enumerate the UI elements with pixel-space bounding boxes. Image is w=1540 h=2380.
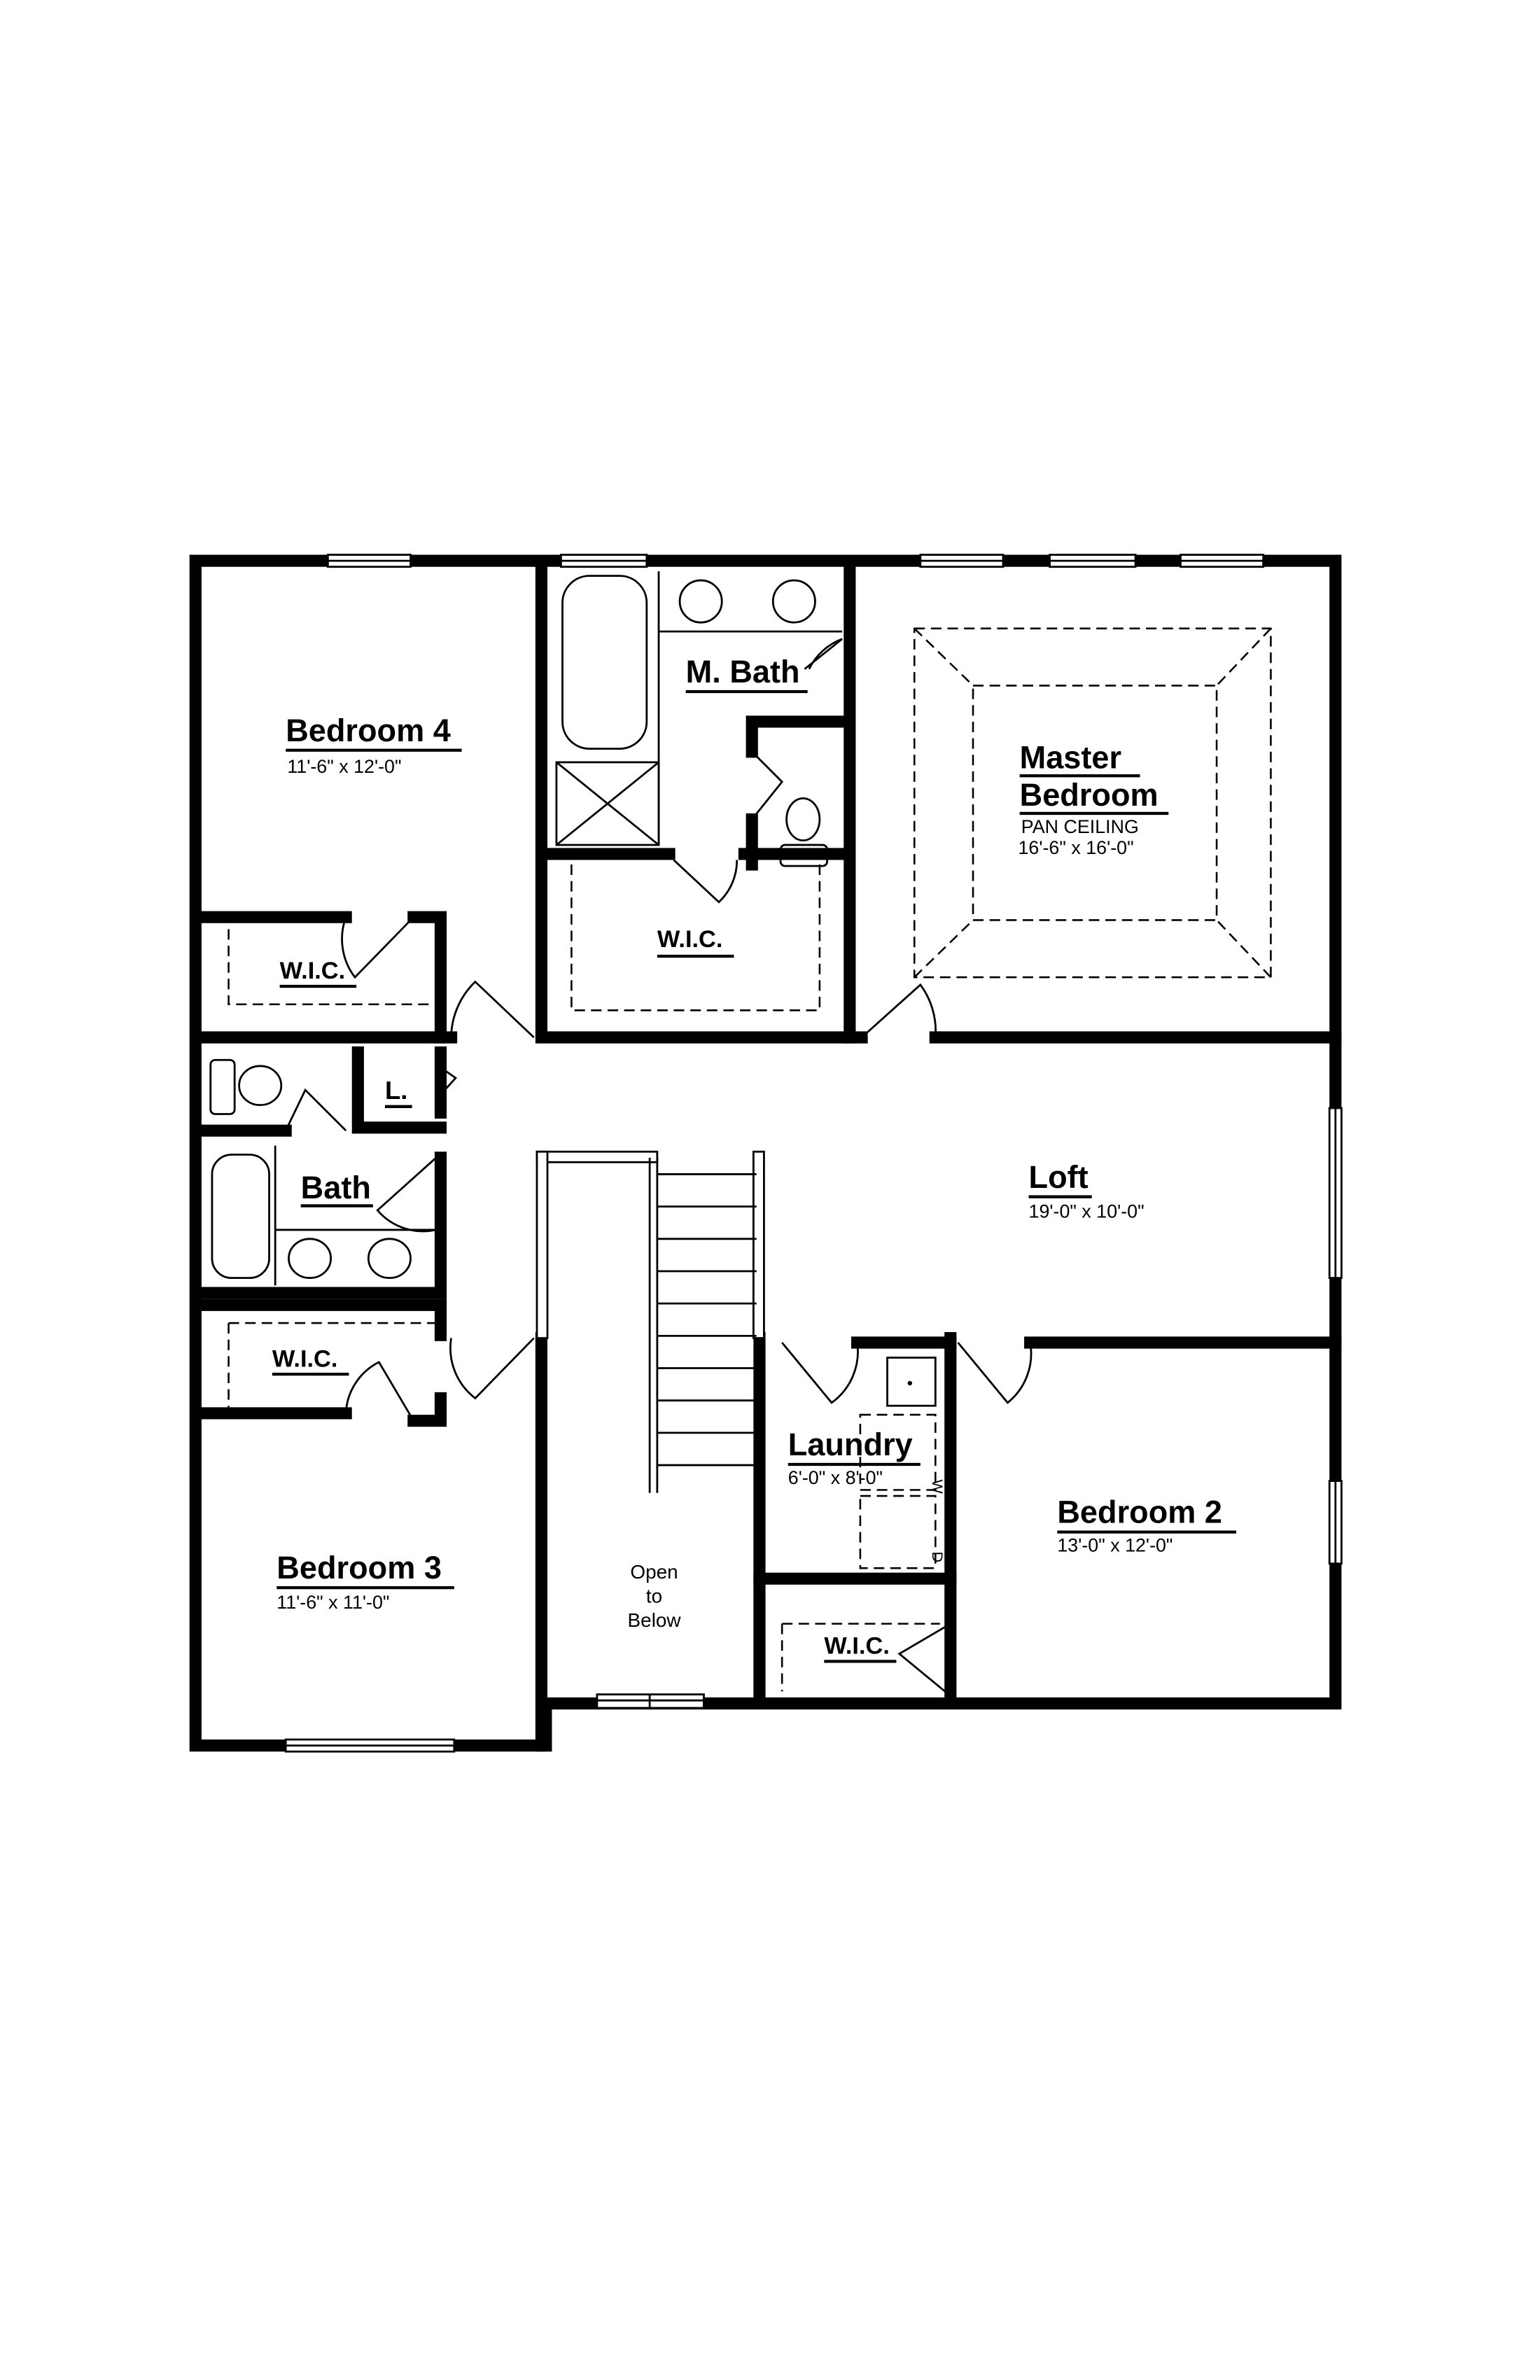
fixtures	[209, 571, 937, 1569]
room-name: W.I.C.	[280, 958, 346, 984]
room-name: M. Bath	[686, 654, 800, 690]
dryer-label: D	[929, 1552, 946, 1563]
staircase	[536, 1150, 765, 1493]
room-loft: Loft 19'-0" x 10'-0"	[1028, 1159, 1144, 1222]
room-dims: 19'-0" x 10'-0"	[1029, 1201, 1144, 1222]
room-wic-master: W.I.C.	[657, 926, 734, 958]
room-name: Bedroom 4	[286, 713, 451, 748]
room-wic-bedroom-2: W.I.C.	[824, 1633, 897, 1663]
room-dims: 6'-0" x 8'-0"	[788, 1467, 883, 1488]
room-linen: L.	[385, 1076, 412, 1108]
open-line2: to	[646, 1586, 662, 1607]
room-name: W.I.C.	[272, 1345, 338, 1372]
room-name-line1: Master	[1020, 740, 1121, 776]
room-dims: 13'-0" x 12'-0"	[1057, 1535, 1172, 1556]
room-master-bath: M. Bath	[685, 654, 808, 694]
room-bedroom-4: Bedroom 4 11'-6" x 12'-0"	[286, 713, 462, 777]
room-note: PAN CEILING	[1021, 816, 1139, 837]
room-wic-bedroom-4: W.I.C.	[279, 958, 357, 988]
room-bath: Bath	[300, 1170, 373, 1208]
room-name: W.I.C.	[657, 926, 723, 953]
room-name: Bedroom 2	[1057, 1494, 1222, 1530]
room-bedroom-3: Bedroom 3 11'-6" x 11'-0"	[276, 1550, 454, 1613]
room-name: Laundry	[788, 1427, 913, 1462]
room-dims: 16'-6" x 16'-0"	[1018, 837, 1133, 858]
room-name: W.I.C.	[824, 1633, 890, 1660]
room-name: L.	[385, 1076, 407, 1105]
washer-label: W	[929, 1479, 946, 1494]
doors	[284, 638, 1032, 1697]
room-dims: 11'-6" x 11'-0"	[276, 1592, 389, 1613]
room-master-bedroom: Master Bedroom PAN CEILING 16'-6" x 16'-…	[1018, 740, 1169, 858]
room-bedroom-2: Bedroom 2 13'-0" x 12'-0"	[1057, 1494, 1237, 1556]
open-to-below: Open to Below	[628, 1561, 682, 1631]
windows	[284, 554, 1343, 1753]
room-name: Bath	[301, 1170, 371, 1205]
room-wic-bedroom-3: W.I.C.	[272, 1345, 349, 1376]
interior-walls	[198, 554, 1342, 1752]
room-laundry: Laundry 6'-0" x 8'-0" W D	[788, 1427, 946, 1562]
open-line1: Open	[630, 1561, 678, 1583]
room-dims: 11'-6" x 12'-0"	[287, 756, 401, 777]
open-line3: Below	[628, 1609, 682, 1631]
room-name-line2: Bedroom	[1020, 777, 1158, 813]
room-name: Loft	[1029, 1159, 1088, 1195]
room-name: Bedroom 3	[276, 1550, 442, 1586]
dashed-outlines	[227, 627, 1272, 1692]
